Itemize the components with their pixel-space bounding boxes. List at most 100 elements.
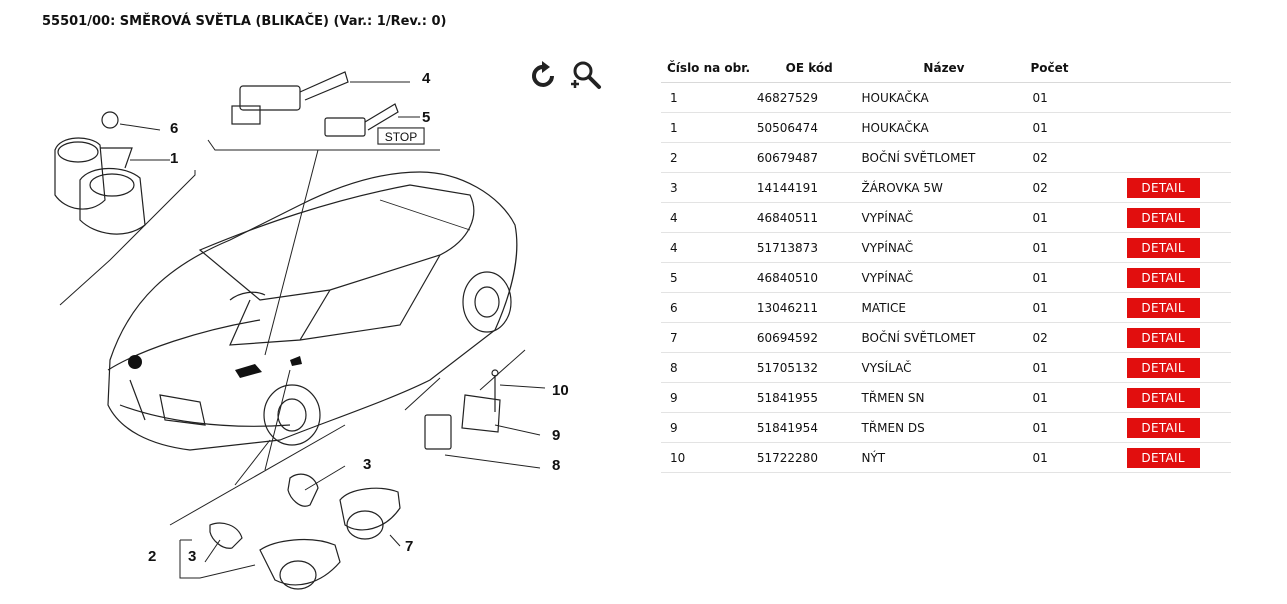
cell-action [1119,112,1231,143]
callout-8: 8 [552,457,560,474]
cell-oe: 46840511 [756,202,862,233]
table-row: 4 46840511 VYPÍNAČ 01 DETAIL [661,202,1231,233]
stop-label: STOP [385,130,417,144]
parts-table: Číslo na obr. OE kód Název Počet 1 46827… [661,54,1231,473]
cell-name: HOUKAČKA [861,112,1027,143]
cell-action: DETAIL [1119,262,1231,293]
callout-3-top: 3 [363,456,371,473]
header-oe: OE kód [756,54,862,83]
cell-action: DETAIL [1119,202,1231,233]
cell-count: 01 [1026,262,1120,293]
cell-name: VYPÍNAČ [861,262,1027,293]
table-row: 4 51713873 VYPÍNAČ 01 DETAIL [661,232,1231,263]
detail-button[interactable]: DETAIL [1126,297,1200,318]
table-row: 2 60679487 BOČNÍ SVĚTLOMET 02 [661,142,1231,173]
table-row: 8 51705132 VYSÍLAČ 01 DETAIL [661,352,1231,383]
cell-num: 1 [661,112,757,143]
page-title: 55501/00: SMĚROVÁ SVĚTLA (BLIKAČE) (Var.… [42,14,447,29]
cell-action: DETAIL [1119,442,1231,473]
refresh-icon[interactable] [530,60,558,90]
cell-oe: 51713873 [756,232,862,263]
table-row: 9 51841954 TŘMEN DS 01 DETAIL [661,412,1231,443]
cell-name: TŘMEN SN [861,382,1027,413]
callout-2: 2 [148,548,156,565]
cell-count: 01 [1026,412,1120,443]
cell-count: 02 [1026,142,1120,173]
cell-count: 01 [1026,442,1120,473]
table-row: 6 13046211 MATICE 01 DETAIL [661,292,1231,323]
header-action [1119,54,1231,83]
cell-oe: 46827529 [756,82,862,113]
cell-name: ŽÁROVKA 5W [861,172,1027,203]
detail-button[interactable]: DETAIL [1126,207,1200,228]
cell-num: 9 [661,412,757,443]
cell-action: DETAIL [1119,172,1231,203]
cell-count: 01 [1026,382,1120,413]
detail-button[interactable]: DETAIL [1126,357,1200,378]
header-num: Číslo na obr. [661,54,757,83]
cell-num: 9 [661,382,757,413]
detail-button[interactable]: DETAIL [1126,417,1200,438]
callout-3-bottom: 3 [188,548,196,565]
cell-count: 02 [1026,322,1120,353]
header-name: Název [861,54,1027,83]
cell-oe: 46840510 [756,262,862,293]
detail-button[interactable]: DETAIL [1126,327,1200,348]
callout-7: 7 [405,538,413,555]
cell-num: 7 [661,322,757,353]
cell-action: DETAIL [1119,322,1231,353]
cell-name: MATICE [861,292,1027,323]
detail-button[interactable]: DETAIL [1126,387,1200,408]
cell-action [1119,82,1231,113]
table-header-row: Číslo na obr. OE kód Název Počet [661,54,1231,83]
cell-num: 8 [661,352,757,383]
callout-9: 9 [552,427,560,444]
cell-num: 4 [661,232,757,263]
cell-count: 01 [1026,352,1120,383]
stop-label-box [377,127,425,145]
indicator-mark-side [235,364,262,378]
cell-oe: 51705132 [756,352,862,383]
cell-name: TŘMEN DS [861,412,1027,443]
callout-10: 10 [552,382,569,399]
table-row: 1 50506474 HOUKAČKA 01 [661,112,1231,143]
cell-action: DETAIL [1119,382,1231,413]
cell-num: 3 [661,172,757,203]
parts-diagram: STOP 4 5 6 1 10 9 8 3 7 2 3 [54,70,569,590]
cell-count: 01 [1026,232,1120,263]
detail-button[interactable]: DETAIL [1126,177,1200,198]
cell-num: 6 [661,292,757,323]
cell-name: BOČNÍ SVĚTLOMET [861,142,1027,173]
callout-1: 1 [170,150,178,167]
detail-button[interactable]: DETAIL [1126,237,1200,258]
cell-count: 01 [1026,112,1120,143]
cell-name: VYPÍNAČ [861,232,1027,263]
cell-oe: 60694592 [756,322,862,353]
zoom-icon[interactable] [568,60,602,92]
cell-count: 01 [1026,292,1120,323]
cell-oe: 13046211 [756,292,862,323]
detail-button[interactable]: DETAIL [1126,447,1200,468]
table-row: 10 51722280 NÝT 01 DETAIL [661,442,1231,473]
callout-6: 6 [170,120,178,137]
table-row: 7 60694592 BOČNÍ SVĚTLOMET 02 DETAIL [661,322,1231,353]
cell-oe: 14144191 [756,172,862,203]
table-row: 3 14144191 ŽÁROVKA 5W 02 DETAIL [661,172,1231,203]
cell-name: VYPÍNAČ [861,202,1027,233]
diagram-toolbar [530,60,602,92]
cell-action: DETAIL [1119,352,1231,383]
cell-oe: 51722280 [756,442,862,473]
cell-oe: 50506474 [756,112,862,143]
cell-num: 5 [661,262,757,293]
cell-action: DETAIL [1119,412,1231,443]
callout-4: 4 [422,70,431,87]
cell-num: 2 [661,142,757,173]
cell-count: 02 [1026,172,1120,203]
cell-name: BOČNÍ SVĚTLOMET [861,322,1027,353]
cell-name: NÝT [861,442,1027,473]
detail-button[interactable]: DETAIL [1126,267,1200,288]
cell-count: 01 [1026,82,1120,113]
cell-oe: 51841954 [756,412,862,443]
header-count: Počet [1026,54,1120,83]
cell-action: DETAIL [1119,292,1231,323]
